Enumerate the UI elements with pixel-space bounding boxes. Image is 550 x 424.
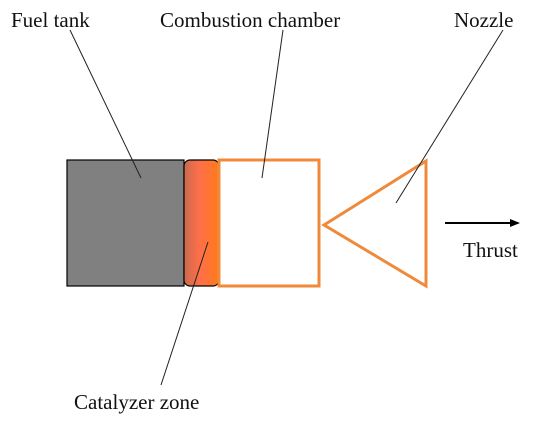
- label-nozzle: Nozzle: [454, 8, 513, 32]
- nozzle: [321, 158, 428, 289]
- leader-line-catalyzer-zone: [160, 241, 209, 386]
- fuel-tank: [66, 159, 185, 287]
- label-catalyzer-zone: Catalyzer zone: [74, 390, 199, 414]
- leader-line-nozzle: [395, 29, 504, 204]
- label-fuel-tank: Fuel tank: [11, 8, 90, 32]
- combustion-chamber: [217, 158, 321, 288]
- leader-line-fuel-tank: [69, 29, 142, 179]
- label-thrust: Thrust: [463, 238, 518, 262]
- label-combustion-chamber: Combustion chamber: [160, 8, 340, 32]
- leader-line-combustion-chamber: [261, 29, 284, 179]
- catalyzer-zone: [183, 159, 220, 287]
